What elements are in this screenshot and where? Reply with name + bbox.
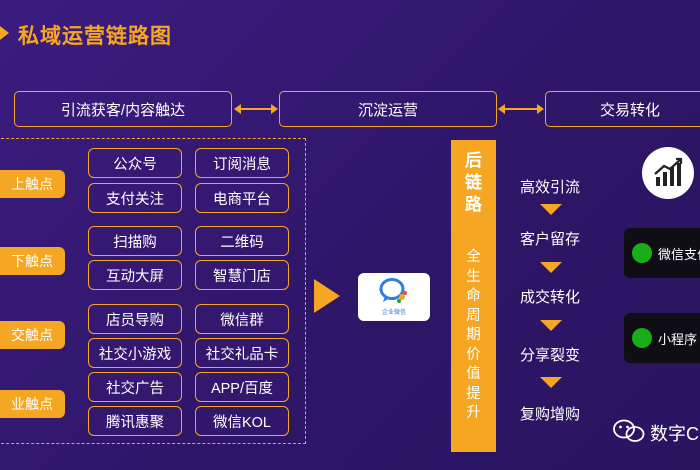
- wechat-pay-card: 微信支付: [624, 228, 700, 278]
- channel-item: 智慧门店: [195, 260, 289, 290]
- wework-label: 企业微信: [381, 310, 406, 316]
- wechat-pay-label: 微信支付: [658, 247, 700, 262]
- stage-connector-2: [498, 104, 544, 114]
- touchpoint-industry: 业触点: [0, 390, 65, 418]
- title-arrow-icon: [0, 26, 9, 40]
- chart-circle: [642, 147, 694, 199]
- wechat-logo-icon: [613, 419, 645, 442]
- channel-item: 二维码: [195, 226, 289, 256]
- wechat-pay-icon: [632, 243, 652, 263]
- channel-item: 订阅消息: [195, 148, 289, 178]
- mini-program-label: 小程序: [658, 332, 698, 347]
- channel-item: 支付关注: [88, 183, 182, 213]
- channel-item: APP/百度: [195, 372, 289, 402]
- channel-item: 腾讯惠聚: [88, 406, 182, 436]
- channel-item: 微信群: [195, 304, 289, 334]
- stage-retention: 沉淀运营: [279, 91, 497, 127]
- channel-item: 社交小游戏: [88, 338, 182, 368]
- down-arrow-icon: [540, 204, 562, 215]
- channel-item: 微信KOL: [195, 406, 289, 436]
- flow-step: 成交转化: [519, 289, 580, 306]
- watermark-text: 数字C: [650, 424, 699, 444]
- stage-acquisition: 引流获客/内容触达: [14, 91, 232, 127]
- touchpoint-offline: 下触点: [0, 247, 65, 275]
- channel-item: 店员导购: [88, 304, 182, 334]
- post-link-subtitle: 全 生 命 周 期 价 值 提 升: [466, 249, 481, 421]
- stage-connector-1: [234, 104, 278, 114]
- bar-chart-trend-icon: [654, 157, 683, 186]
- flow-step: 高效引流: [519, 179, 580, 196]
- post-link-bar: 后 链 路 全 生 命 周 期 价 值 提 升: [451, 140, 496, 452]
- channel-item: 扫描购: [88, 226, 182, 256]
- flow-step: 分享裂变: [519, 347, 580, 364]
- touchpoint-social: 交触点: [0, 321, 65, 349]
- channel-item: 社交礼品卡: [195, 338, 289, 368]
- down-arrow-icon: [540, 262, 562, 273]
- flow-arrow-icon: [314, 279, 340, 313]
- post-link-title: 后 链 路: [465, 151, 482, 214]
- mini-program-icon: [632, 328, 652, 348]
- down-arrow-icon: [540, 377, 562, 388]
- channel-item: 社交广告: [88, 372, 182, 402]
- channel-item: 公众号: [88, 148, 182, 178]
- flow-step: 客户留存: [519, 231, 580, 248]
- wework-card: 企业微信: [358, 273, 430, 321]
- mini-program-card: 小程序: [624, 313, 700, 363]
- channel-item: 电商平台: [195, 183, 289, 213]
- page-title: 私域运营链路图: [18, 25, 172, 48]
- channel-container: [0, 138, 306, 444]
- wework-chat-icon: [379, 278, 407, 303]
- stage-transaction: 交易转化: [545, 91, 700, 127]
- touchpoint-online: 上触点: [0, 170, 65, 198]
- flow-step: 复购增购: [519, 406, 580, 423]
- down-arrow-icon: [540, 320, 562, 331]
- channel-item: 互动大屏: [88, 260, 182, 290]
